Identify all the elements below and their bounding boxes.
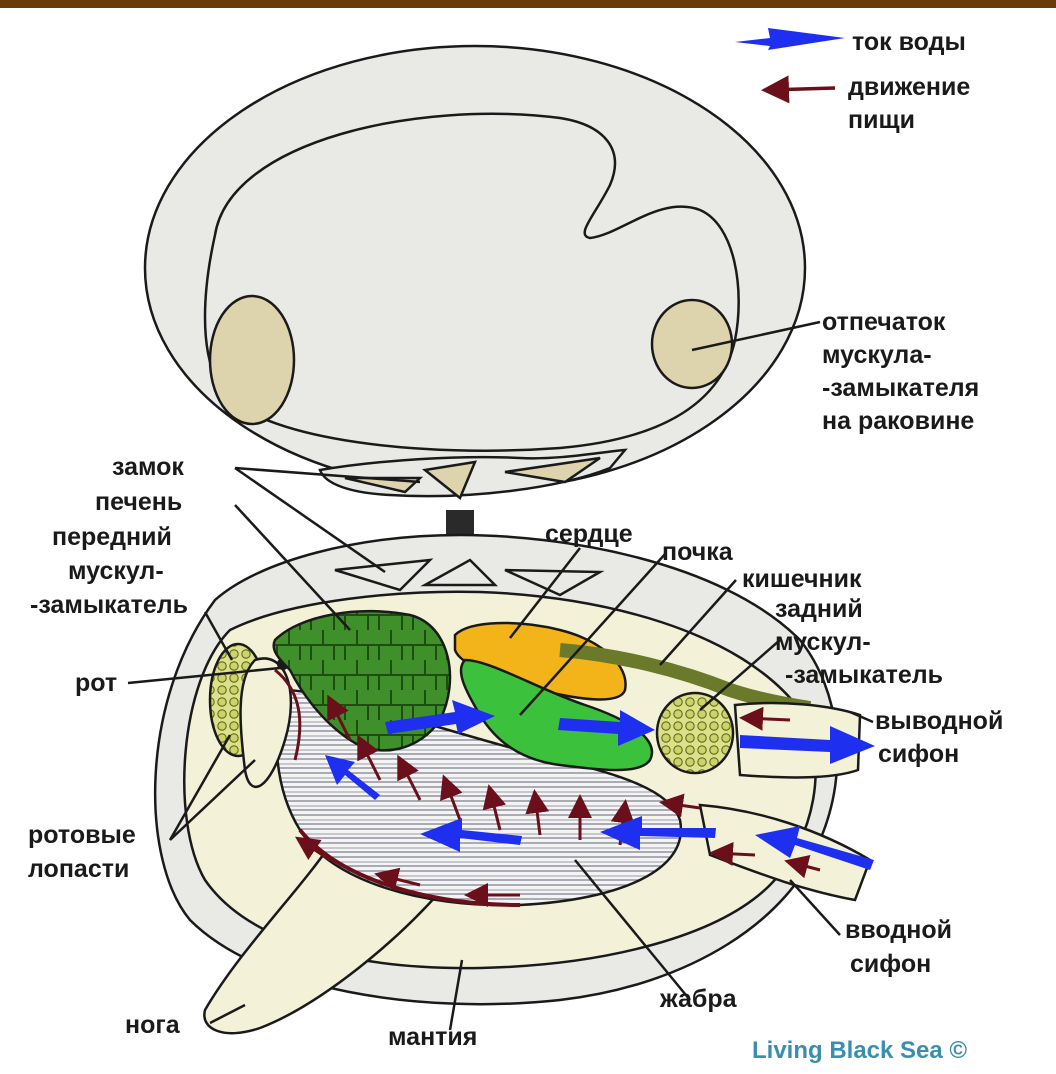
legend-water-flow-text: ток воды [852,28,966,56]
label-intestine: кишечник [742,565,862,593]
label-anterior-adductor-2: мускул- [68,557,164,585]
posterior-adductor [657,693,733,773]
shell-valve [145,46,805,498]
label-exhalant-siphon-2: сифон [878,740,959,768]
label-muscle-scar-4: на раковине [822,407,974,435]
label-anterior-adductor-3: -замыкатель [30,591,188,619]
label-muscle-scar-2: мускула- [822,341,932,369]
label-exhalant-siphon-1: выводной [875,707,1003,735]
label-kidney: почка [662,538,734,566]
label-heart: сердце [545,520,633,548]
label-hinge: замок [112,453,184,481]
legend: ток воды движение пищи [735,28,970,134]
label-posterior-adductor-2: мускул- [775,628,871,656]
label-mantle: мантия [388,1023,477,1051]
label-gill: жабра [659,985,738,1013]
label-anterior-adductor-1: передний [52,523,172,551]
label-inhalant-siphon-2: сифон [850,950,931,978]
label-inhalant-siphon-1: вводной [845,916,952,944]
label-posterior-adductor-3: -замыкатель [785,661,943,689]
legend-food-movement-text-2: пищи [848,106,915,134]
label-muscle-scar-3: -замыкателя [822,374,979,402]
label-posterior-adductor-1: задний [775,595,863,623]
label-muscle-scar-1: отпечаток [822,308,946,336]
label-liver: печень [95,488,182,516]
label-foot: нога [125,1011,181,1039]
anterior-muscle-scar [210,296,294,424]
label-mouth: рот [75,669,117,697]
credit-text: Living Black Sea © [752,1037,967,1064]
water-flow-legend-arrow [735,28,845,50]
food-movement-legend-arrow [768,88,835,90]
label-oral-lobes-1: ротовые [28,821,136,849]
label-oral-lobes-2: лопасти [28,855,129,883]
legend-food-movement-text-1: движение [848,73,970,101]
